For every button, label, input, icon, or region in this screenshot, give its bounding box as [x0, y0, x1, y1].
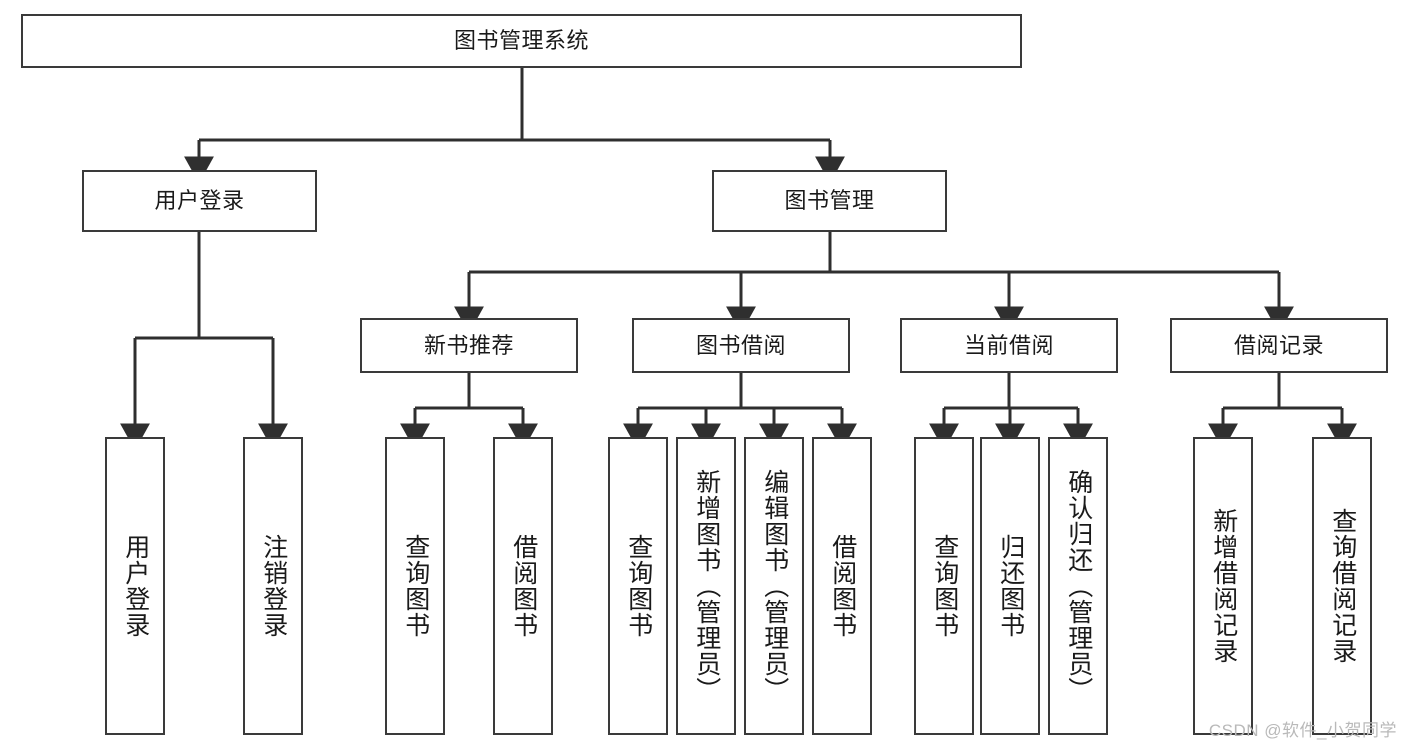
connector-userlogin-to-leaves — [120, 232, 288, 451]
node-new-book-recommend[interactable]: 新书推荐 — [360, 318, 578, 373]
node-user-login[interactable]: 用户登录 — [82, 170, 317, 232]
node-label: 查询图书 — [624, 534, 653, 638]
node-label: 注销登录 — [259, 534, 288, 638]
node-book-management[interactable]: 图书管理 — [712, 170, 947, 232]
node-label: 查询借阅记录 — [1328, 508, 1357, 664]
node-label: 编辑图书（管理员） — [760, 469, 789, 703]
node-label: 新增借阅记录 — [1209, 508, 1238, 664]
node-label: 新书推荐 — [423, 332, 514, 358]
node-label: 图书管理系统 — [453, 28, 589, 54]
connector-newbook-to-leaves — [400, 373, 538, 451]
leaf-edit-book-admin[interactable]: 编辑图书（管理员） — [744, 437, 804, 735]
leaf-add-borrow-record[interactable]: 新增借阅记录 — [1193, 437, 1253, 735]
leaf-query-book-recommend[interactable]: 查询图书 — [385, 437, 445, 735]
node-label: 用户登录 — [121, 534, 150, 638]
connector-bookmgmt-to-level3 — [454, 232, 1294, 334]
leaf-borrow-book-recommend[interactable]: 借阅图书 — [493, 437, 553, 735]
node-label: 查询图书 — [930, 534, 959, 638]
leaf-borrow-book[interactable]: 借阅图书 — [812, 437, 872, 735]
node-label: 确认归还（管理员） — [1064, 469, 1093, 703]
node-label: 图书借阅 — [695, 332, 786, 358]
connector-borrowrecord-to-leaves — [1208, 373, 1357, 451]
connector-currentborrow-to-leaves — [929, 373, 1093, 451]
node-root-book-management-system[interactable]: 图书管理系统 — [21, 14, 1022, 68]
node-label: 用户登录 — [154, 188, 245, 214]
leaf-query-borrow-record[interactable]: 查询借阅记录 — [1312, 437, 1372, 735]
leaf-query-book-borrow[interactable]: 查询图书 — [608, 437, 668, 735]
node-label: 当前借阅 — [963, 332, 1054, 358]
leaf-user-login[interactable]: 用户登录 — [105, 437, 165, 735]
leaf-confirm-return-admin[interactable]: 确认归还（管理员） — [1048, 437, 1108, 735]
leaf-add-book-admin[interactable]: 新增图书（管理员） — [676, 437, 736, 735]
connector-root-to-level2 — [184, 68, 845, 184]
leaf-return-book[interactable]: 归还图书 — [980, 437, 1040, 735]
node-label: 借阅图书 — [828, 534, 857, 638]
leaf-logout[interactable]: 注销登录 — [243, 437, 303, 735]
node-book-borrow[interactable]: 图书借阅 — [632, 318, 850, 373]
node-label: 借阅图书 — [509, 534, 538, 638]
node-label: 新增图书（管理员） — [692, 469, 721, 703]
node-current-borrow[interactable]: 当前借阅 — [900, 318, 1118, 373]
node-label: 查询图书 — [401, 534, 430, 638]
leaf-query-book-current[interactable]: 查询图书 — [914, 437, 974, 735]
node-label: 借阅记录 — [1233, 332, 1324, 358]
connector-bookborrow-to-leaves — [623, 373, 857, 451]
node-label: 图书管理 — [784, 188, 875, 214]
node-borrow-record[interactable]: 借阅记录 — [1170, 318, 1388, 373]
node-label: 归还图书 — [996, 534, 1025, 638]
